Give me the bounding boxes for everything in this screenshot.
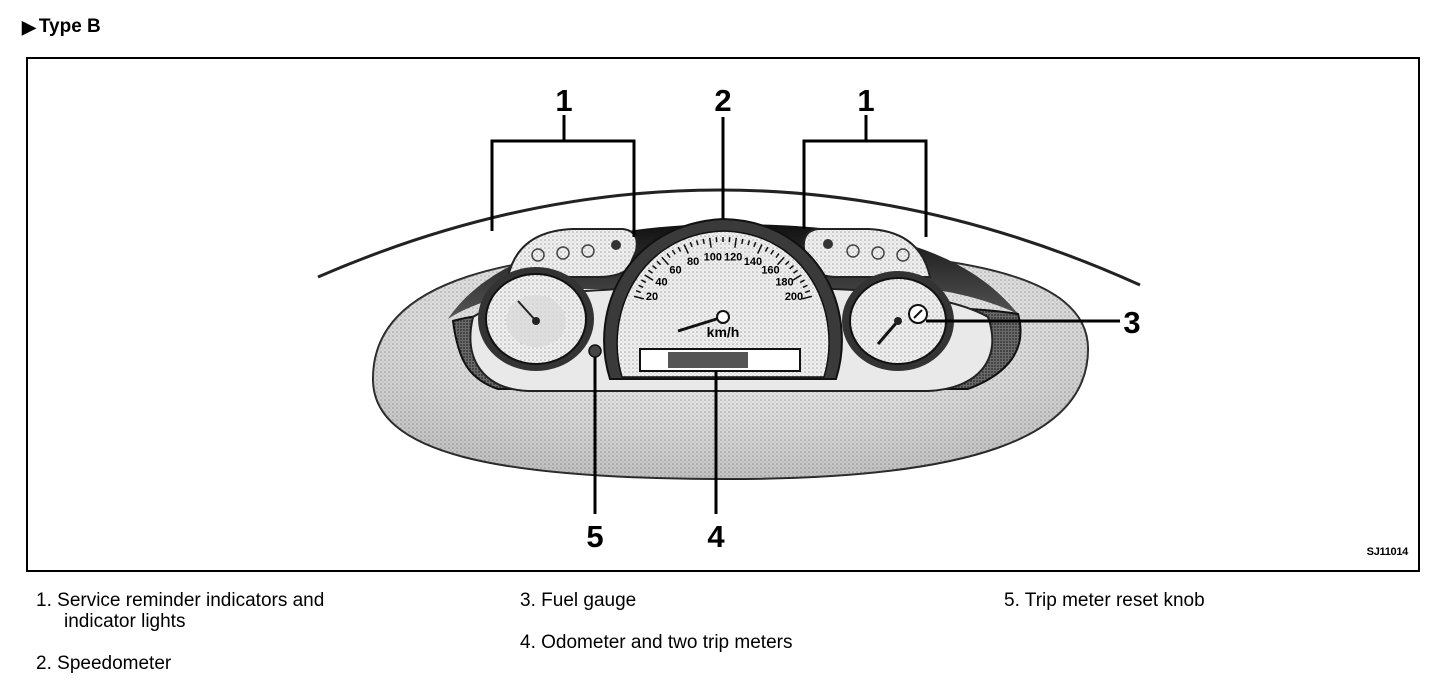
speed-tick-label: 140 bbox=[744, 256, 762, 268]
speed-tick-mark bbox=[757, 244, 763, 254]
speed-tick-mark bbox=[793, 269, 799, 274]
legend-item-1-text: Service reminder indicators and bbox=[57, 590, 325, 611]
callout-5: 5 bbox=[586, 519, 603, 554]
speed-tick-label: 80 bbox=[687, 256, 699, 268]
speed-tick-label: 100 bbox=[704, 252, 722, 264]
speed-tick-mark bbox=[708, 237, 712, 248]
speed-tick-label: 200 bbox=[785, 291, 803, 303]
legend-item-5: 5. Trip meter reset knob bbox=[1004, 590, 1205, 611]
speed-tick-label: 40 bbox=[655, 277, 667, 289]
right-indicator-pod bbox=[802, 228, 932, 278]
section-heading: ▶ Type B bbox=[22, 16, 101, 38]
speed-tick-mark bbox=[635, 289, 642, 294]
legend-item-4-text: Odometer and two trip meters bbox=[541, 632, 793, 653]
speed-tick-label: 120 bbox=[724, 252, 742, 264]
callout-leaders bbox=[490, 115, 1120, 514]
speed-tick-mark bbox=[638, 284, 644, 288]
fuel-gauge bbox=[842, 271, 954, 371]
speed-tick-mark bbox=[652, 265, 657, 270]
speed-tick-mark bbox=[671, 249, 676, 255]
trip-reset-knob bbox=[588, 344, 602, 358]
speedometer-unit: km/h bbox=[707, 324, 740, 340]
speed-tick-mark bbox=[764, 246, 769, 252]
triangle-marker-icon: ▶ bbox=[22, 17, 36, 37]
speed-tick-mark bbox=[799, 279, 805, 284]
speed-tick-mark bbox=[776, 256, 785, 266]
legend-item-4: 4. Odometer and two trip meters bbox=[520, 632, 793, 653]
speed-tick-mark bbox=[666, 253, 671, 258]
speed-tick-mark bbox=[792, 274, 802, 281]
speed-tick-mark bbox=[789, 265, 794, 270]
speed-tick-mark bbox=[741, 238, 744, 244]
callout-1-right: 1 bbox=[857, 83, 874, 118]
legend-item-3-text: Fuel gauge bbox=[541, 590, 637, 611]
speed-tick-mark bbox=[784, 260, 790, 266]
speed-tick-mark bbox=[802, 295, 813, 300]
speed-tick-mark bbox=[647, 269, 653, 274]
speed-tick-mark bbox=[747, 240, 751, 246]
speed-tick-mark bbox=[734, 237, 738, 248]
speed-tick-mark bbox=[702, 238, 705, 244]
speed-tick-label: 160 bbox=[761, 265, 779, 277]
callout-4: 4 bbox=[707, 519, 725, 554]
speed-tick-mark bbox=[775, 253, 780, 258]
speed-tick-mark bbox=[641, 279, 647, 284]
speed-tick-mark bbox=[677, 246, 682, 252]
legend-item-5-text: Trip meter reset knob bbox=[1024, 590, 1205, 611]
speed-tick-mark bbox=[661, 256, 670, 266]
speed-tick-mark bbox=[753, 241, 757, 248]
section-heading-label: Type B bbox=[38, 16, 101, 37]
figure-reference-code: SJ11014 bbox=[1366, 546, 1409, 558]
callout-2: 2 bbox=[714, 83, 731, 118]
legend-item-1-continuation: indicator lights bbox=[64, 611, 186, 632]
speed-tick-mark bbox=[644, 274, 654, 281]
speed-tick-label: 20 bbox=[646, 291, 658, 303]
callout-3: 3 bbox=[1123, 305, 1140, 340]
speed-tick-mark bbox=[802, 284, 808, 288]
speed-tick-mark bbox=[656, 260, 662, 266]
speedometer-needle bbox=[677, 315, 724, 333]
legend-item-2: 2. Speedometer bbox=[36, 653, 172, 674]
speed-tick-mark bbox=[689, 241, 693, 248]
speed-tick-label: 180 bbox=[775, 277, 793, 289]
legend-item-3: 3. Fuel gauge bbox=[520, 590, 637, 611]
speed-tick-mark bbox=[695, 240, 699, 246]
speed-tick-mark bbox=[633, 295, 644, 300]
speed-tick-label: 60 bbox=[669, 265, 681, 277]
legend-item-2-text: Speedometer bbox=[57, 653, 172, 674]
callout-1-left: 1 bbox=[555, 83, 572, 118]
speed-tick-mark bbox=[770, 249, 775, 255]
left-small-gauge bbox=[478, 267, 594, 371]
speed-tick-mark bbox=[804, 289, 811, 294]
speed-tick-mark bbox=[683, 244, 689, 254]
dashboard-hood-line bbox=[317, 188, 1141, 287]
legend-item-1: 1. Service reminder indicators and indic… bbox=[36, 590, 456, 632]
